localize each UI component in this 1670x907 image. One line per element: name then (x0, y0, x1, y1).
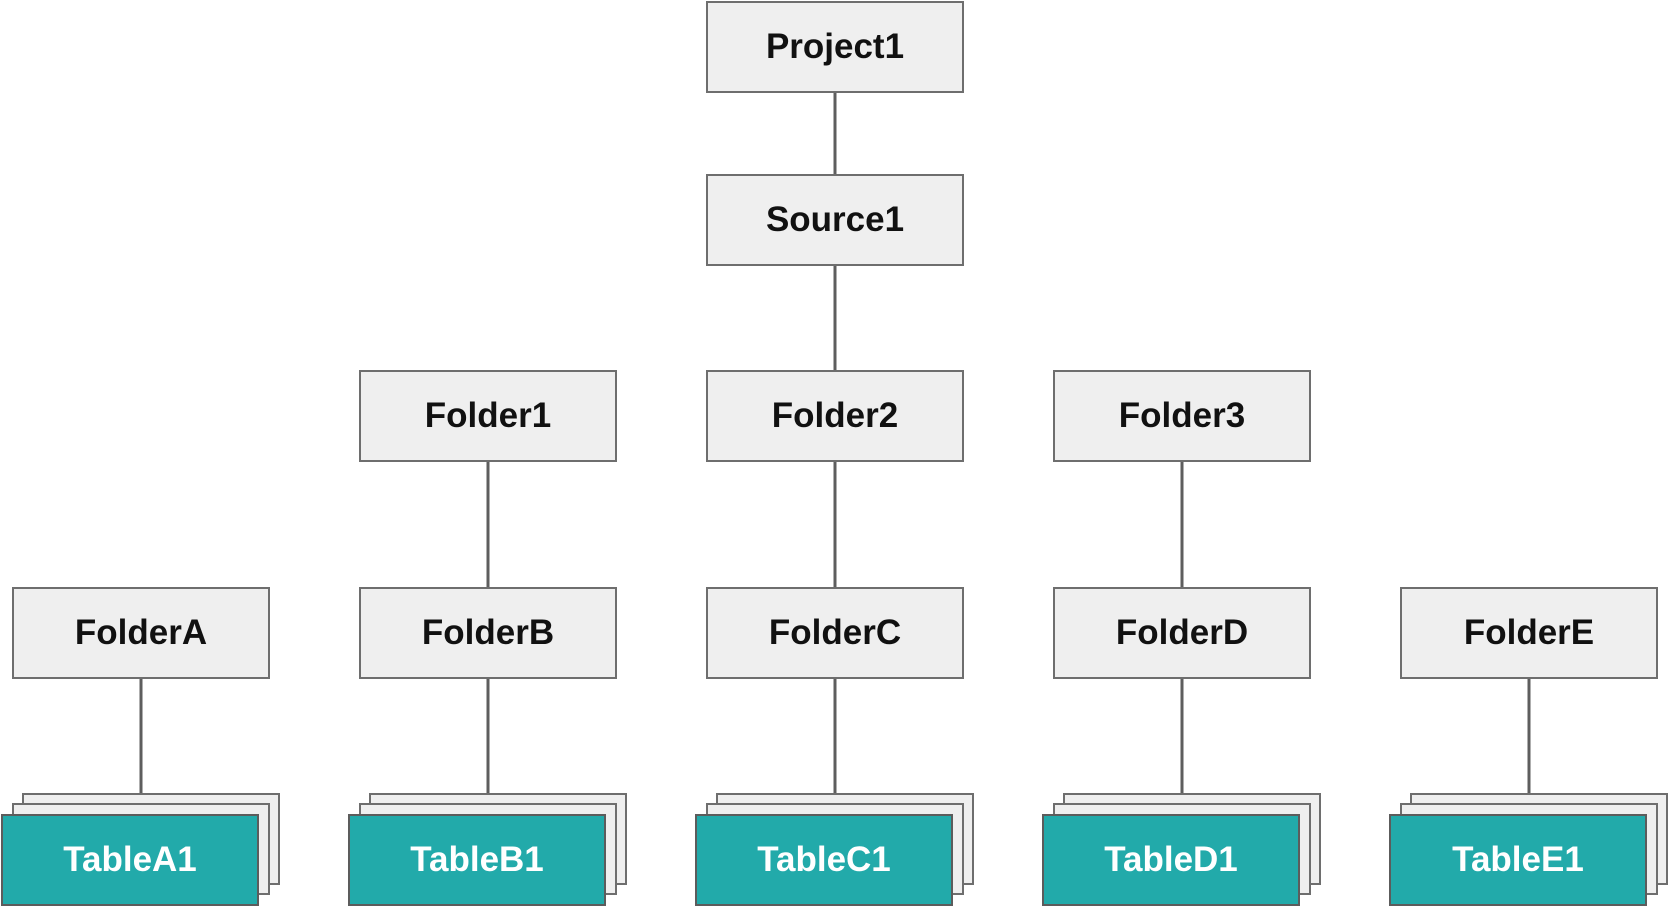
node-tablec1[interactable]: TableC1 (695, 814, 953, 906)
node-folderb[interactable]: FolderB (359, 587, 617, 679)
node-foldera[interactable]: FolderA (12, 587, 270, 679)
node-foldere[interactable]: FolderE (1400, 587, 1658, 679)
node-tabled1[interactable]: TableD1 (1042, 814, 1300, 906)
node-folder2[interactable]: Folder2 (706, 370, 964, 462)
node-source1[interactable]: Source1 (706, 174, 964, 266)
node-tablea1[interactable]: TableA1 (1, 814, 259, 906)
node-folder3[interactable]: Folder3 (1053, 370, 1311, 462)
node-tablee1[interactable]: TableE1 (1389, 814, 1647, 906)
node-folderd[interactable]: FolderD (1053, 587, 1311, 679)
node-tableb1[interactable]: TableB1 (348, 814, 606, 906)
node-folder1[interactable]: Folder1 (359, 370, 617, 462)
node-project1[interactable]: Project1 (706, 1, 964, 93)
node-folderc[interactable]: FolderC (706, 587, 964, 679)
